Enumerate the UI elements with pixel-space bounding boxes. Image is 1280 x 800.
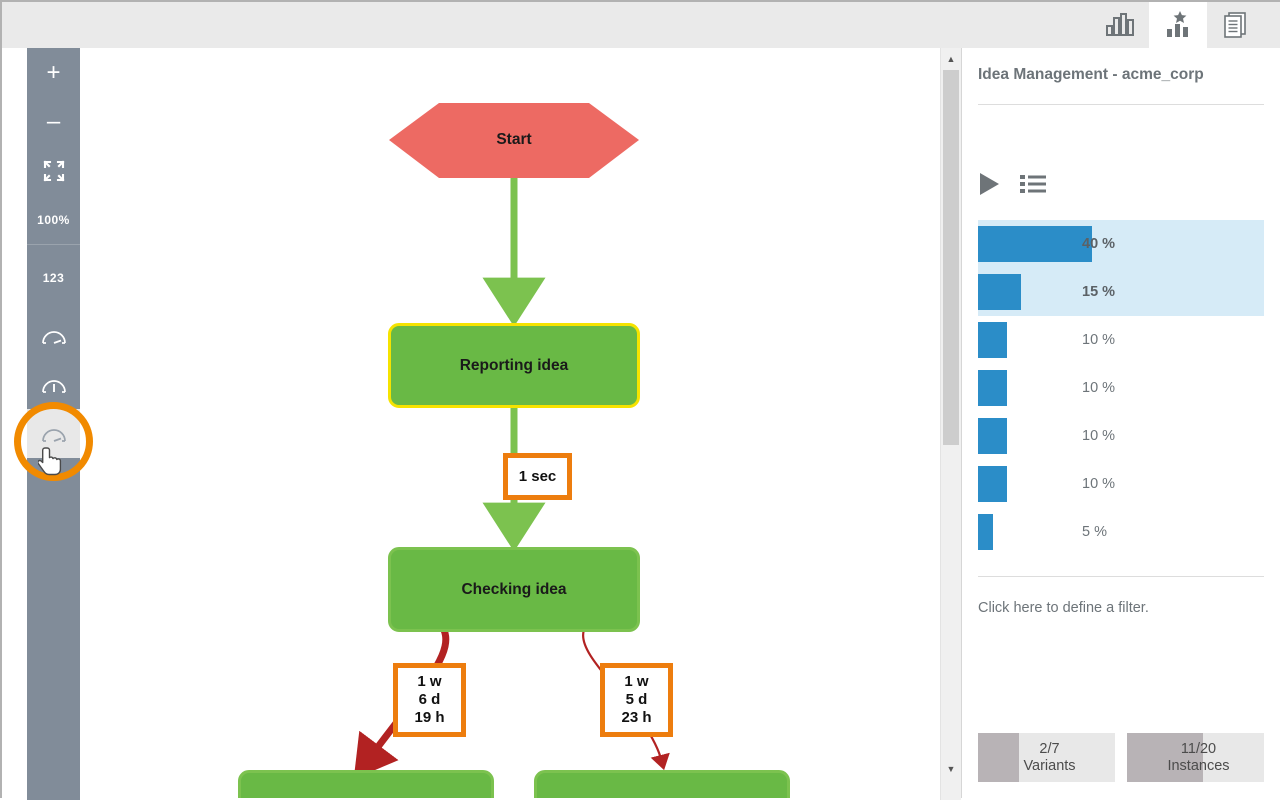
gauge-mid-icon xyxy=(41,379,66,393)
play-button[interactable] xyxy=(978,172,1000,196)
list-button[interactable] xyxy=(1020,173,1046,195)
node-sending-rejection-mail[interactable]: Sending rejection mail xyxy=(534,770,790,798)
edge-label-line-3: 19 h xyxy=(414,708,445,726)
counter-bar: 2/7 Variants 11/20 Instances xyxy=(978,733,1264,782)
bar-chart-star-icon xyxy=(1167,11,1188,37)
top-bar xyxy=(2,2,1280,48)
variant-bar xyxy=(978,514,993,550)
gauge-low-icon xyxy=(41,330,66,344)
variants-counter-label: Variants xyxy=(1023,757,1076,774)
zoom-level-label: 100% xyxy=(37,212,70,227)
variant-row-7[interactable]: 5 % xyxy=(978,508,1264,556)
play-icon xyxy=(980,173,999,195)
edge-label-line-1: 1 w xyxy=(417,673,442,691)
tab-documents[interactable] xyxy=(1207,2,1265,48)
variant-bar-chart: 40 % 15 % 10 % 10 % 10 % 10 % xyxy=(978,220,1264,556)
variant-bar xyxy=(978,226,1092,262)
variant-row-5[interactable]: 10 % xyxy=(978,412,1264,460)
filter-definition-link[interactable]: Click here to define a filter. xyxy=(978,600,1149,616)
diagram-edges xyxy=(353,103,670,780)
variants-counter-value: 2/7 xyxy=(1039,740,1060,757)
variants-counter-fill xyxy=(978,733,1019,782)
gauge-high-button[interactable] xyxy=(27,409,80,458)
edge-label-line-3: 23 h xyxy=(621,708,652,726)
variant-row-2[interactable]: 15 % xyxy=(978,268,1264,316)
variant-percent: 10 % xyxy=(1082,332,1116,348)
variants-counter[interactable]: 2/7 Variants xyxy=(978,733,1115,782)
gauge-low-button[interactable] xyxy=(27,311,80,360)
gauge-mid-button[interactable] xyxy=(27,360,80,409)
node-start[interactable] xyxy=(389,103,639,178)
variant-percent: 40 % xyxy=(1082,236,1116,252)
variant-bar xyxy=(978,466,1007,502)
variant-percent: 15 % xyxy=(1082,284,1116,300)
variant-bar xyxy=(978,370,1007,406)
instances-counter-fill xyxy=(1127,733,1203,782)
tab-variant-chart[interactable] xyxy=(1149,2,1207,48)
numbers-icon: 123 xyxy=(42,271,65,285)
gauge-high-icon xyxy=(41,428,66,442)
plus-icon: + xyxy=(46,58,61,86)
zoom-out-button[interactable]: – xyxy=(27,97,80,146)
panel-filter-divider xyxy=(978,576,1264,577)
zoom-in-button[interactable]: + xyxy=(27,48,80,97)
list-icon xyxy=(1020,175,1046,193)
edge-label-line-2: 6 d xyxy=(418,691,441,709)
tab-overview-chart[interactable] xyxy=(1091,2,1149,48)
scroll-down-icon[interactable]: ▼ xyxy=(946,764,956,774)
variant-percent: 10 % xyxy=(1082,380,1116,396)
node-checking-idea-label: Checking idea xyxy=(461,580,567,598)
diagram-canvas[interactable]: Start Reporting idea Checking idea Sendi… xyxy=(2,48,960,798)
variant-bar xyxy=(978,322,1007,358)
variant-percent: 5 % xyxy=(1082,524,1107,540)
edge-label-text: 1 sec xyxy=(518,467,557,485)
variant-row-6[interactable]: 10 % xyxy=(978,460,1264,508)
edge-label-reporting-to-checking[interactable]: 1 sec xyxy=(503,453,572,500)
variant-percent: 10 % xyxy=(1082,428,1116,444)
edge-label-line-2: 5 d xyxy=(625,691,648,709)
variant-row-3[interactable]: 10 % xyxy=(978,316,1264,364)
scrollbar-thumb[interactable] xyxy=(943,70,959,445)
node-start-label: Start xyxy=(496,131,532,148)
variant-row-4[interactable]: 10 % xyxy=(978,364,1264,412)
fit-screen-icon xyxy=(43,160,64,181)
node-checking-idea[interactable]: Checking idea xyxy=(388,547,640,632)
canvas-vertical-scrollbar[interactable]: ▲ ▼ xyxy=(940,48,961,800)
variant-bar xyxy=(978,418,1007,454)
counts-button[interactable]: 123 xyxy=(27,245,80,311)
edge-label-checking-to-rejection[interactable]: 1 w 5 d 23 h xyxy=(600,663,673,737)
node-reporting-idea[interactable]: Reporting idea xyxy=(388,323,640,408)
variants-counter-text: 2/7 Variants xyxy=(978,733,1115,782)
instances-counter[interactable]: 11/20 Instances xyxy=(1127,733,1264,782)
toolbar-divider xyxy=(27,244,80,245)
panel-title: Idea Management - acme_corp xyxy=(978,66,1204,83)
minus-icon: – xyxy=(46,107,61,135)
panel-title-divider xyxy=(978,104,1264,105)
variant-percent: 10 % xyxy=(1082,476,1116,492)
instances-counter-text: 11/20 Instances xyxy=(1127,733,1264,782)
variant-row-1[interactable]: 40 % xyxy=(978,220,1264,268)
scroll-up-icon[interactable]: ▲ xyxy=(946,54,956,64)
bar-chart-icon xyxy=(1106,13,1134,36)
node-sending-confirmation-mail[interactable]: Sending confirmation mail xyxy=(238,770,494,798)
edge-label-checking-to-confirmation[interactable]: 1 w 6 d 19 h xyxy=(393,663,466,737)
edge-label-line-1: 1 w xyxy=(624,673,649,691)
tab-strip xyxy=(1091,2,1265,48)
right-panel: Idea Management - acme_corp xyxy=(961,48,1280,798)
instances-counter-value: 11/20 xyxy=(1180,740,1217,757)
panel-action-bar xyxy=(978,172,1046,196)
fit-screen-button[interactable] xyxy=(27,146,80,195)
instances-counter-label: Instances xyxy=(1167,757,1230,774)
diagram-toolbar: + – 100% 123 xyxy=(27,48,80,800)
documents-icon xyxy=(1224,12,1246,38)
zoom-level-button[interactable]: 100% xyxy=(27,195,80,244)
node-reporting-idea-label: Reporting idea xyxy=(459,356,569,374)
variant-bar xyxy=(978,274,1021,310)
diagram-surface[interactable]: Start Reporting idea Checking idea Sendi… xyxy=(2,48,938,798)
